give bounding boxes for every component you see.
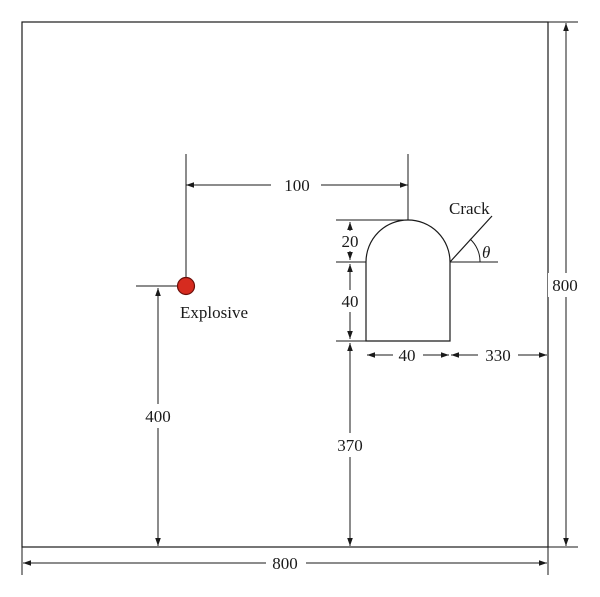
crack-line [449, 215, 493, 263]
dim-label-arch-height: 20 [342, 232, 359, 251]
theta-label: θ [482, 243, 490, 262]
crack-label: Crack [449, 199, 490, 218]
dim-label-total-height: 800 [552, 276, 578, 295]
dim-label-top-offset: 100 [284, 176, 310, 195]
crack-angle-arc [469, 238, 481, 263]
model-boundary [21, 21, 549, 548]
dim-label-wall-height: 40 [342, 292, 359, 311]
explosive-label: Explosive [180, 303, 248, 322]
explosive-charge [176, 276, 196, 296]
dim-label-opening-base-height: 370 [337, 436, 363, 455]
dim-label-right-offset: 330 [485, 346, 511, 365]
dim-label-explosive-height: 400 [145, 407, 171, 426]
dim-label-opening-width: 40 [399, 346, 416, 365]
tunnel-opening [365, 219, 451, 342]
dim-label-total-width: 800 [272, 554, 298, 573]
